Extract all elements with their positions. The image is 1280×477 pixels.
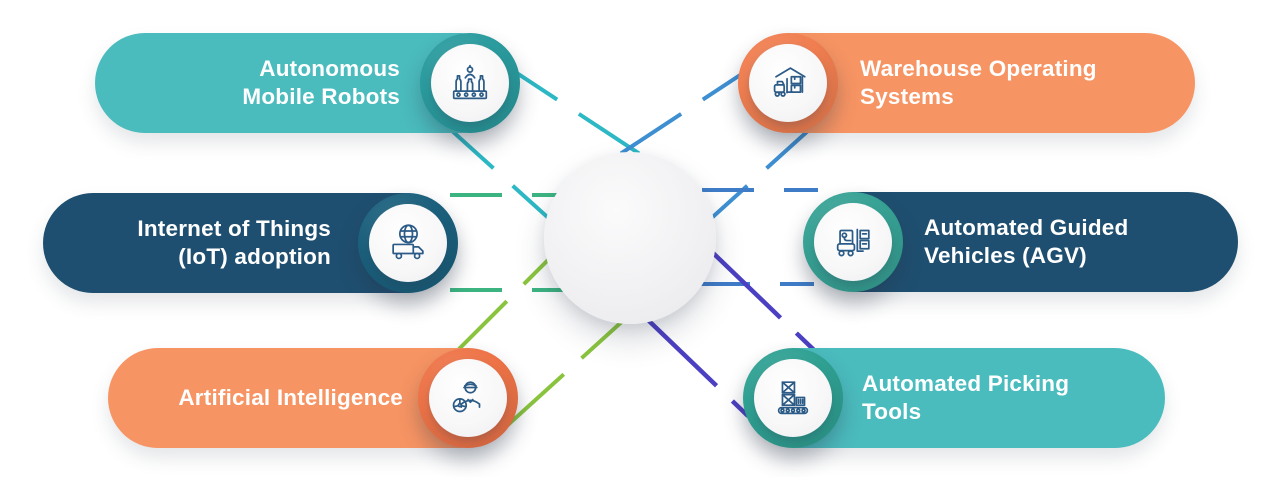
connector-line-wos-1 xyxy=(606,58,765,164)
warehouse-forklift-icon xyxy=(773,67,806,97)
badge-inner-circle xyxy=(431,44,509,122)
operator-wheel-icon xyxy=(452,381,481,413)
connector-line-amr-1 xyxy=(495,58,654,164)
connector-line-apt-2 xyxy=(710,250,816,352)
badge-inner-circle xyxy=(749,44,827,122)
connector-line-ai-2 xyxy=(498,316,628,434)
badge-autonomous-mobile-robots xyxy=(420,33,520,133)
pill-label-artificial-intelligence: Artificial Intelligence xyxy=(178,385,403,410)
badge-artificial-intelligence xyxy=(418,348,518,448)
bottling-robot-icon xyxy=(452,64,488,100)
central-hub-circle xyxy=(544,152,716,324)
pill-label-warehouse-operating-systems: Warehouse Operating Systems xyxy=(860,56,1097,109)
connector-line-apt-1 xyxy=(646,318,750,418)
connector-line-ai-1 xyxy=(444,246,562,364)
badge-automated-picking-tools xyxy=(743,348,843,448)
pill-label-autonomous-mobile-robots: Autonomous Mobile Robots xyxy=(242,56,400,109)
globe-truck-icon xyxy=(392,224,424,260)
forklift-shelf-icon xyxy=(836,228,870,257)
badge-automated-guided-vehicles xyxy=(803,192,903,292)
badge-inner-circle xyxy=(814,203,892,281)
badge-inner-circle xyxy=(429,359,507,437)
badge-inner-circle xyxy=(369,204,447,282)
pill-label-internet-of-things-adoption: Internet of Things (IoT) adoption xyxy=(137,216,331,269)
badge-inner-circle xyxy=(754,359,832,437)
conveyor-boxes-icon xyxy=(777,381,809,415)
pill-label-automated-guided-vehicles: Automated Guided Vehicles (AGV) xyxy=(924,215,1129,268)
badge-warehouse-operating-systems xyxy=(738,33,838,133)
pill-label-automated-picking-tools: Automated Picking Tools xyxy=(862,371,1070,424)
badge-internet-of-things-adoption xyxy=(358,193,458,293)
